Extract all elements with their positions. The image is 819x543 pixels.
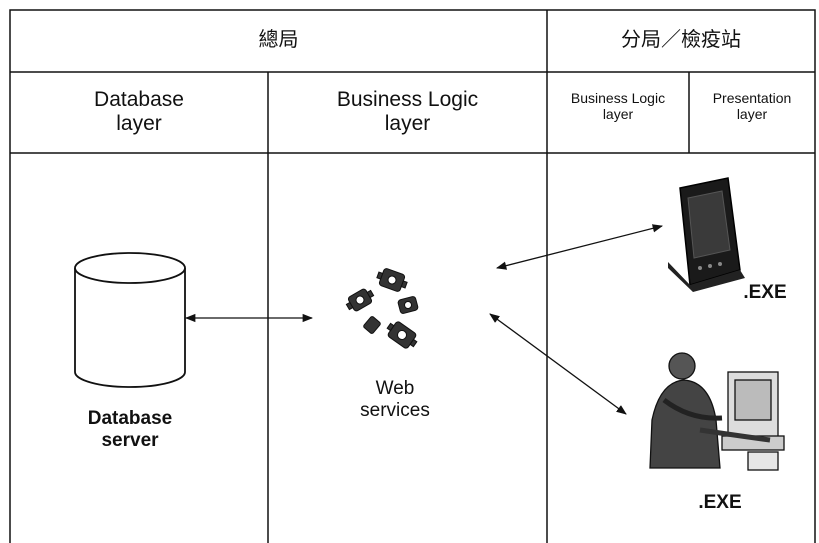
label-database-server: Database server <box>87 408 173 451</box>
pda-device-icon <box>668 177 745 292</box>
table-grid <box>9 9 816 543</box>
header-headquarters: 總局 <box>258 29 299 51</box>
web-services-gears-icon <box>345 268 419 349</box>
label-exe-pda: .EXE <box>743 282 787 303</box>
layer-database: Database layer <box>94 88 184 136</box>
label-exe-desktop: .EXE <box>698 492 742 513</box>
layer-business-logic-hq: Business Logic layer <box>336 88 479 136</box>
layer-business-logic-branch: Business Logic layer <box>570 90 666 123</box>
connection-arrows <box>184 224 664 415</box>
layer-presentation: Presentation layer <box>712 90 792 123</box>
database-cylinder-icon <box>74 252 186 388</box>
webservices-to-pda-arrow <box>495 224 664 270</box>
desktop-user-icon <box>649 352 785 471</box>
label-web-services: Web services <box>360 378 430 421</box>
header-branch: 分局／檢疫站 <box>621 29 741 51</box>
webservices-to-desktop-arrow <box>489 313 627 415</box>
